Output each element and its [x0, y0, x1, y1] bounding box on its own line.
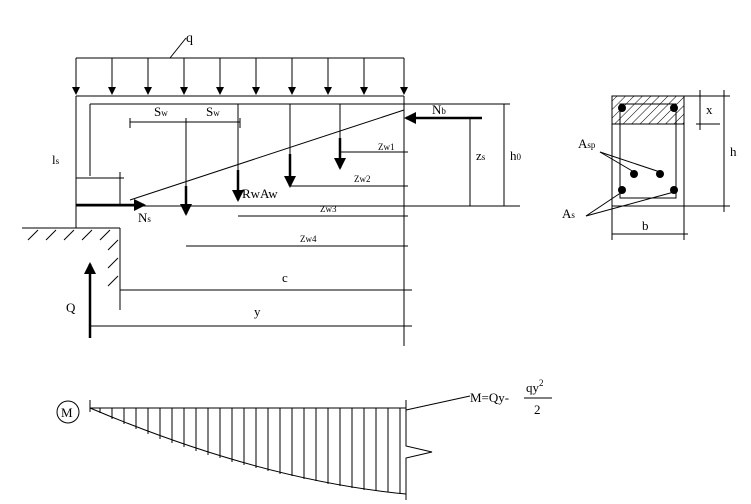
stirrup-forces [180, 138, 346, 216]
distributed-load [72, 37, 408, 95]
h-label: h [730, 144, 737, 159]
moment-diagram: M [56, 378, 552, 500]
sw-label-2: Sw [206, 104, 220, 119]
asp-label: Asp [578, 136, 596, 151]
load-label-q: q [186, 31, 193, 46]
zw3-label: Zw3 [320, 204, 337, 214]
x-label: x [706, 102, 713, 117]
moment-symbol-label: M [61, 405, 73, 420]
zw4-label: Zw4 [300, 234, 317, 244]
h0-label: h0 [510, 148, 522, 163]
cross-section: x h Asp As b [562, 90, 737, 240]
ns-label: Ns [138, 210, 151, 225]
break-line [405, 400, 433, 500]
ls-dimension [76, 172, 124, 206]
zs-label: zs [476, 148, 486, 163]
c-y-dimensions [90, 289, 412, 327]
leader-lines [585, 151, 675, 217]
stirrup-lines [185, 104, 341, 186]
moment-formula-den: 2 [534, 402, 541, 417]
moment-curve [89, 407, 407, 495]
zw2-label: Zw2 [354, 174, 371, 184]
moment-hatch [99, 408, 401, 494]
rw-aw-label: RwAw [242, 186, 278, 201]
c-label: c [282, 270, 288, 285]
load-arrows [72, 58, 408, 95]
as-label: As [562, 206, 575, 221]
zs-h0-dimensions [418, 103, 510, 207]
moment-symbol-circle [56, 400, 80, 424]
moment-formula-num: qy2 [526, 378, 544, 395]
moment-formula-lhs: M=Qy- [470, 390, 509, 405]
crack-line [129, 109, 405, 201]
ls-label: ls [52, 152, 60, 167]
beam-diagram: q [22, 31, 522, 346]
b-label: b [642, 218, 649, 233]
nb-label: Nb [432, 102, 446, 117]
q-reaction-label: Q [66, 300, 76, 315]
section-dimensions [611, 90, 730, 240]
y-label: y [254, 304, 261, 319]
zw-dimensions [186, 110, 408, 346]
support [22, 227, 121, 310]
rebars [618, 104, 678, 194]
sw-label-1: Sw [154, 104, 168, 119]
beam-outline [75, 95, 520, 228]
sw-dimension [129, 118, 241, 128]
zw1-label: Zw1 [378, 142, 395, 152]
